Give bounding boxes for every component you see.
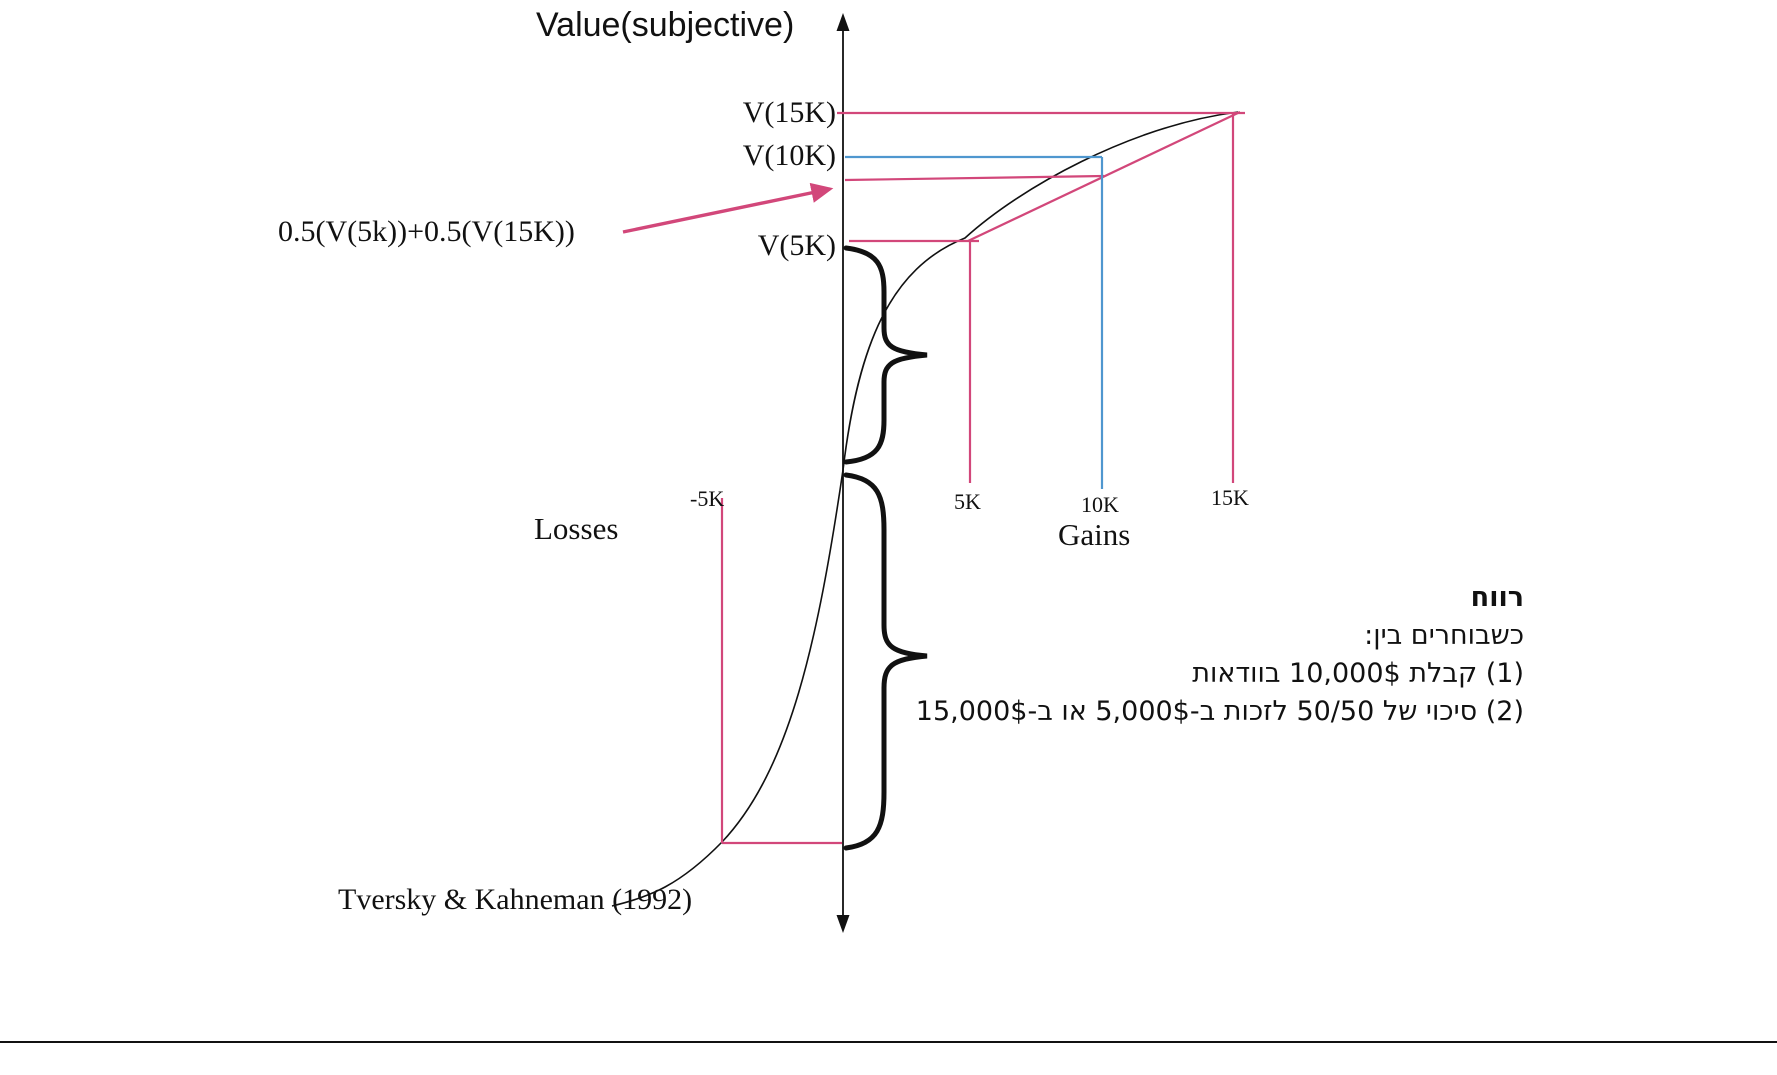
hebrew-line-choose: כשבוחרים בין: xyxy=(1364,620,1524,651)
hebrew-heading: רווח xyxy=(1470,582,1524,613)
expected-value-formula-label: 0.5(V(5k))+0.5(V(15K)) xyxy=(278,215,575,248)
x-tick-neg5k: -5K xyxy=(690,486,725,511)
hebrew-line-option2: (2) סיכוי של 50/50 לזכות ב-5,000$ או ב-1… xyxy=(915,696,1524,727)
gain-value-brace xyxy=(843,245,928,465)
v5k-label: V(5K) xyxy=(757,229,836,262)
gains-label: Gains xyxy=(1058,517,1131,552)
axis-arrow-up-icon xyxy=(836,13,850,31)
formula-arrow-icon xyxy=(622,182,834,234)
x-tick-15k: 15K xyxy=(1211,485,1249,510)
losses-label: Losses xyxy=(534,511,619,546)
blue-guide-lines xyxy=(845,155,1104,489)
expected-value-line xyxy=(844,174,1105,182)
loss-value-brace xyxy=(843,472,928,851)
v15k-label: V(15K) xyxy=(742,96,836,129)
y-axis-title: Value(subjective) xyxy=(536,6,795,44)
x-tick-10k: 10K xyxy=(1081,492,1119,517)
hebrew-annotation-block: רווח כשבוחרים בין: (1) קבלת 10,000$ בווד… xyxy=(764,579,1524,731)
citation: Tversky & Kahneman (1992) xyxy=(338,883,693,916)
hebrew-line-option1: (1) קבלת 10,000$ בוודאות xyxy=(1192,658,1524,689)
axis-arrow-down-icon xyxy=(836,915,850,933)
x-tick-5k: 5K xyxy=(954,489,981,514)
pink-guide-lines xyxy=(720,111,1245,845)
v10k-label: V(10K) xyxy=(742,139,836,172)
slide-bottom-border xyxy=(0,1041,1777,1043)
value-curve xyxy=(611,111,1239,907)
